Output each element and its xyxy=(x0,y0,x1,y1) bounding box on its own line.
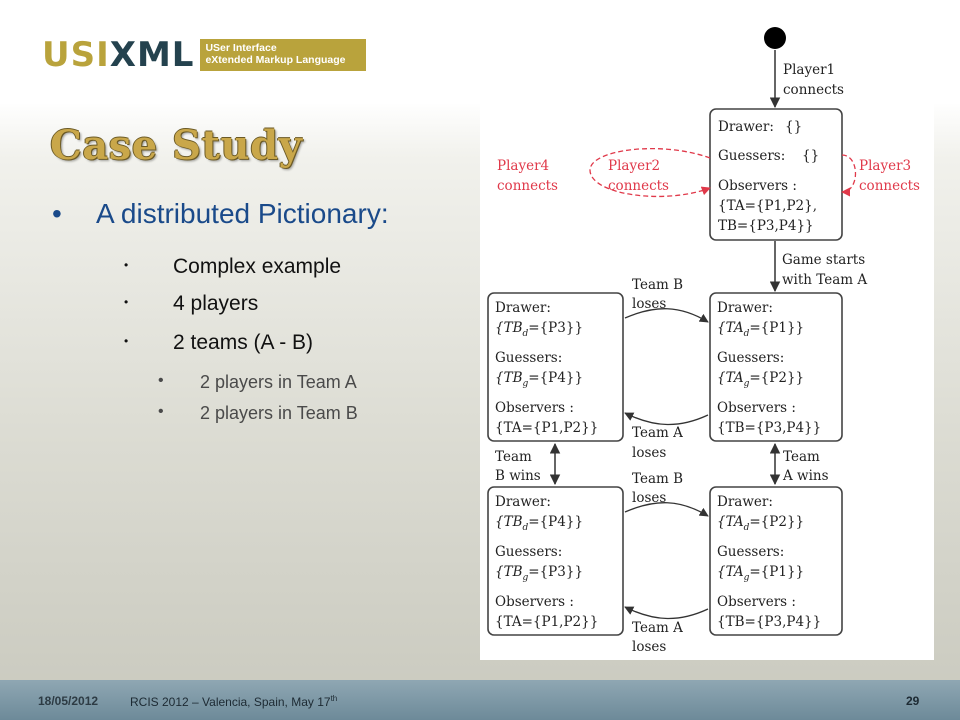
svg-text:{TBd={P4}}: {TBd={P4}} xyxy=(495,514,583,533)
edge-label: with Team A xyxy=(782,272,867,288)
svg-text:{TAg={P1}}: {TAg={P1}} xyxy=(717,564,804,583)
logo-wordmark: USIXML xyxy=(42,35,195,75)
svg-text:Guessers:: Guessers: xyxy=(717,544,784,560)
svg-text:{}: {} xyxy=(802,148,819,164)
footer-bar xyxy=(0,680,960,720)
edge-team-b-loses xyxy=(624,308,709,323)
svg-text:{TA={P1,P2}}: {TA={P1,P2}} xyxy=(495,420,598,436)
state-diagram: Player1 connects Drawer: {} Guessers: {}… xyxy=(480,0,934,660)
svg-text:{TB={P3,P4}}: {TB={P3,P4}} xyxy=(717,614,821,630)
svg-text:{TBg={P4}}: {TBg={P4}} xyxy=(495,370,583,389)
edge-label: Team A xyxy=(632,425,683,441)
edge-team-a-loses xyxy=(624,606,709,620)
edge-team-a-loses xyxy=(624,412,709,426)
edge-label: connects xyxy=(859,178,920,194)
svg-text:Drawer:: Drawer: xyxy=(717,494,773,510)
footer-date: 18/05/2012 xyxy=(38,694,99,708)
sub-sub-bullet: •2 players in Team B xyxy=(158,403,358,423)
state-ta1: Drawer: {TAd={P1}} Guessers: {TAg={P2}} … xyxy=(709,292,843,442)
edge-label: Team xyxy=(495,449,532,465)
edge-label: Team B xyxy=(632,277,683,293)
svg-text:Observers :: Observers : xyxy=(495,594,574,610)
edge-team-b-loses xyxy=(624,502,709,517)
svg-text:TB={P3,P4}}: TB={P3,P4}} xyxy=(718,218,814,234)
usixml-logo: USIXML USer Interface eXtended Markup La… xyxy=(42,35,367,75)
edge-label: Player1 xyxy=(783,62,835,78)
svg-text:Observers :: Observers : xyxy=(718,178,797,194)
svg-text:Guessers:: Guessers: xyxy=(717,350,784,366)
svg-text:{TB={P3,P4}}: {TB={P3,P4}} xyxy=(717,420,821,436)
main-bullet-text: A distributed Pictionary: xyxy=(96,198,389,229)
state-ta2: Drawer: {TAd={P2}} Guessers: {TAg={P1}} … xyxy=(709,486,843,636)
edge-label: connects xyxy=(783,82,844,98)
edge-label: loses xyxy=(632,445,666,461)
edge-label: Player4 xyxy=(497,158,549,174)
svg-text:{TBd={P3}}: {TBd={P3}} xyxy=(495,320,583,339)
slide-title: Case Study xyxy=(50,122,303,169)
edge-label: connects xyxy=(608,178,669,194)
svg-text:{TA={P1,P2},: {TA={P1,P2}, xyxy=(718,198,817,214)
svg-text:Drawer:: Drawer: xyxy=(718,119,774,135)
svg-text:Guessers:: Guessers: xyxy=(495,350,562,366)
edge-label: Team A xyxy=(632,620,683,636)
edge-label: Player3 xyxy=(859,158,911,174)
bullet-dot: • xyxy=(52,198,62,229)
page-number: 29 xyxy=(906,694,920,708)
state-tb2: Drawer: {TBd={P4}} Guessers: {TBg={P3}} … xyxy=(487,486,624,636)
svg-text:Guessers:: Guessers: xyxy=(718,148,785,164)
svg-text:Observers :: Observers : xyxy=(495,400,574,416)
state-tb1: Drawer: {TBd={P3}} Guessers: {TBg={P4}} … xyxy=(487,292,624,442)
sub-bullet: •2 teams (A - B) xyxy=(124,331,314,354)
self-loop-player3 xyxy=(841,154,856,197)
initial-node xyxy=(764,27,786,49)
edge-label: loses xyxy=(632,639,666,655)
edge-label: Team B xyxy=(632,471,683,487)
state-initial xyxy=(709,108,843,241)
edge-label: A wins xyxy=(782,468,829,484)
edge-label: Game starts xyxy=(782,252,865,268)
footer-conference: RCIS 2012 – Valencia, Spain, May 17th xyxy=(130,694,338,709)
sub-bullet: •4 players xyxy=(124,292,259,315)
svg-text:Observers :: Observers : xyxy=(717,400,796,416)
svg-text:{TAd={P1}}: {TAd={P1}} xyxy=(717,320,804,339)
main-bullet: • A distributed Pictionary: xyxy=(52,198,472,234)
svg-text:Guessers:: Guessers: xyxy=(495,544,562,560)
edge-label: Player2 xyxy=(608,158,660,174)
svg-text:{}: {} xyxy=(785,119,802,135)
svg-text:{TAg={P2}}: {TAg={P2}} xyxy=(717,370,804,389)
svg-text:Drawer:: Drawer: xyxy=(495,300,551,316)
svg-text:{TA={P1,P2}}: {TA={P1,P2}} xyxy=(495,614,598,630)
svg-text:{TBg={P3}}: {TBg={P3}} xyxy=(495,564,583,583)
edge-label: B wins xyxy=(495,468,541,484)
svg-text:Drawer:: Drawer: xyxy=(495,494,551,510)
edge-label: loses xyxy=(632,296,666,312)
svg-text:Drawer:: Drawer: xyxy=(717,300,773,316)
sub-bullet: •Complex example xyxy=(124,255,342,278)
edge-label: connects xyxy=(497,178,558,194)
logo-tagline: USer Interface eXtended Markup Language xyxy=(200,39,367,71)
svg-text:Observers :: Observers : xyxy=(717,594,796,610)
edge-label: loses xyxy=(632,490,666,506)
sub-sub-bullet: •2 players in Team A xyxy=(158,372,357,392)
self-loop-player4 xyxy=(589,148,711,198)
edge-label: Team xyxy=(783,449,820,465)
svg-text:{TAd={P2}}: {TAd={P2}} xyxy=(717,514,804,533)
